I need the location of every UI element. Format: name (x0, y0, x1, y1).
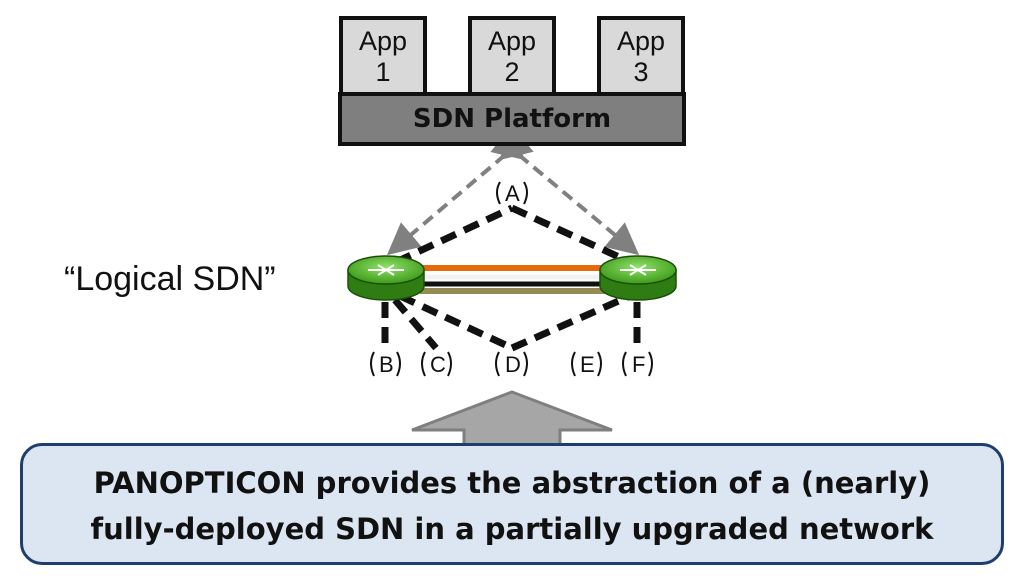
link-left-to-a (394, 204, 514, 266)
callout-line-2: fully-deployed SDN in a partially upgrad… (90, 512, 934, 546)
port-f-bracket (622, 351, 653, 377)
port-e-label: E (580, 352, 595, 377)
link-a-to-right (510, 204, 632, 266)
panopticon-callout: PANOPTICON provides the abstraction of a… (20, 443, 1004, 565)
port-a-label: A (505, 181, 520, 206)
app-2-number: 2 (504, 57, 520, 87)
port-d-bracket (495, 351, 528, 377)
port-c-bracket (421, 351, 452, 377)
link-d-to-right (510, 292, 632, 352)
logical-sdn-label: “Logical SDN” (64, 260, 276, 298)
port-c-label: C (430, 352, 446, 377)
app-2-box: App 2 (468, 16, 556, 96)
port-a-bracket (496, 181, 528, 205)
link-left-to-d (398, 292, 514, 352)
sdn-platform-bar: SDN Platform (338, 92, 686, 146)
router-right-icon (599, 255, 677, 301)
app-1-box: App 1 (339, 16, 427, 96)
app-3-label: App (616, 26, 666, 56)
port-e-bracket (571, 351, 602, 377)
app-1-number: 1 (375, 57, 391, 87)
router-left-icon (347, 255, 425, 301)
link-left-to-c (392, 297, 439, 351)
control-arrow-left (386, 127, 534, 256)
app-3-box: App 3 (597, 16, 685, 96)
port-b-bracket (370, 351, 401, 377)
app-2-label: App (487, 26, 537, 56)
port-b-label: B (379, 352, 394, 377)
app-3-number: 3 (633, 57, 649, 87)
control-arrow-right (490, 127, 640, 256)
port-f-label: F (632, 352, 646, 377)
app-1-label: App (358, 26, 408, 56)
port-d-label: D (505, 352, 521, 377)
callout-line-1: PANOPTICON provides the abstraction of a… (93, 466, 931, 500)
